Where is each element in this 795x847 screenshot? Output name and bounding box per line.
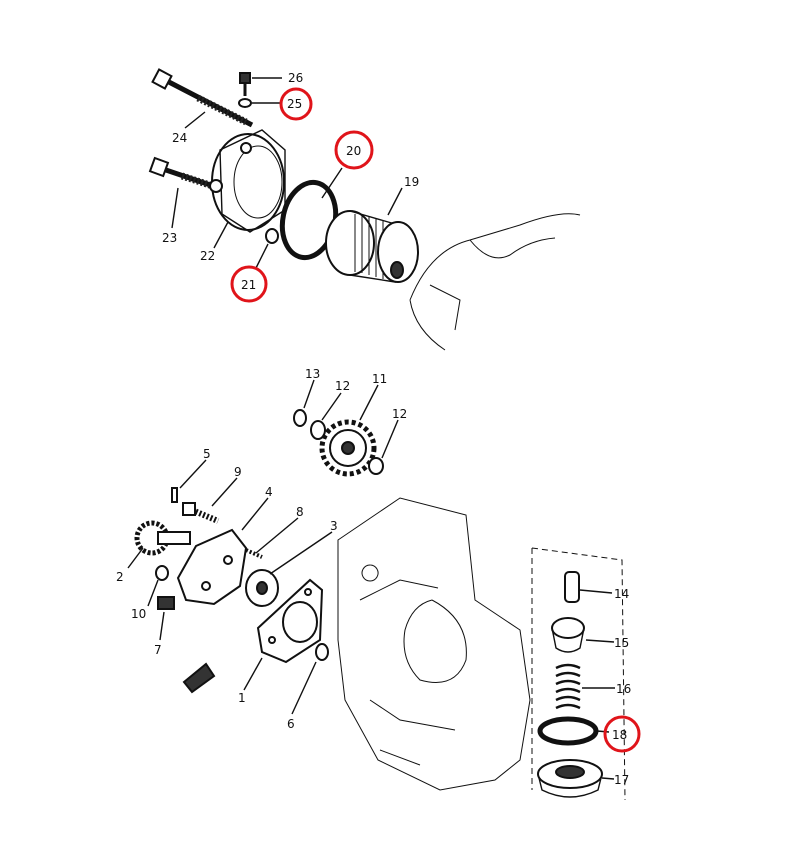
callout-23: 23 — [162, 231, 177, 245]
clip-13 — [293, 409, 307, 427]
bolt-7 — [157, 596, 175, 610]
highlight-circle-21 — [230, 265, 268, 303]
callout-16: 16 — [616, 682, 631, 696]
dashed-box — [531, 547, 626, 801]
callout-19: 19 — [404, 175, 419, 189]
pin-14 — [564, 571, 580, 603]
callout-15: 15 — [614, 636, 629, 650]
callout-14: 14 — [614, 587, 629, 601]
o-ring-21 — [265, 228, 279, 244]
o-ring-18 — [537, 716, 599, 746]
washer-12b — [368, 457, 384, 475]
callout-12b: 12 — [392, 407, 407, 421]
callout-7: 7 — [154, 643, 162, 657]
cap-15 — [551, 617, 585, 653]
washer-12a — [310, 420, 326, 440]
leader-lines-upper — [171, 77, 403, 269]
callout-25: 25 — [287, 97, 302, 111]
callout-24: 24 — [172, 131, 187, 145]
dowel-8 — [245, 548, 263, 559]
pump-gear-2 — [134, 520, 191, 556]
callout-13: 13 — [305, 367, 320, 381]
callout-20: 20 — [346, 144, 361, 158]
pump-plate-4 — [176, 528, 248, 606]
washer-10 — [155, 565, 169, 581]
callout-22: 22 — [200, 249, 215, 263]
callout-2: 2 — [116, 570, 124, 584]
callout-17: 17 — [614, 773, 629, 787]
callout-5: 5 — [203, 447, 211, 461]
leader-lines-middle — [303, 379, 399, 459]
callout-26: 26 — [288, 71, 303, 85]
spring-16 — [555, 663, 581, 710]
crankcase-outline-lower — [337, 497, 531, 791]
leader-lines-right — [579, 589, 615, 780]
callout-12a: 12 — [335, 379, 350, 393]
o-ring-6 — [315, 643, 329, 661]
rotor-3 — [245, 569, 279, 607]
highlight-circle-20 — [334, 130, 374, 170]
screw-26 — [239, 72, 251, 96]
callout-6: 6 — [287, 717, 295, 731]
callout-10: 10 — [131, 607, 146, 621]
washer-25 — [238, 98, 252, 108]
crankcase-outline-upper — [409, 213, 581, 351]
gear-11 — [319, 419, 377, 477]
callout-1: 1 — [238, 691, 246, 705]
highlight-circle-25 — [279, 87, 313, 121]
oil-filter-19 — [325, 210, 419, 283]
callout-4: 4 — [265, 485, 273, 499]
leader-lines-pump — [127, 459, 333, 715]
filter-cover-22 — [209, 129, 286, 233]
strainer — [182, 662, 216, 694]
callout-9: 9 — [234, 465, 242, 479]
callout-18: 18 — [612, 728, 627, 742]
callout-21: 21 — [241, 278, 256, 292]
highlight-circle-18 — [603, 715, 641, 753]
plug-17 — [537, 759, 603, 798]
callout-11: 11 — [372, 372, 387, 386]
callout-3: 3 — [330, 519, 338, 533]
pump-housing-1 — [256, 578, 324, 664]
bolt-9 — [182, 502, 220, 524]
bolt-24 — [151, 68, 254, 128]
callout-8: 8 — [296, 505, 304, 519]
pin-5 — [171, 487, 178, 503]
